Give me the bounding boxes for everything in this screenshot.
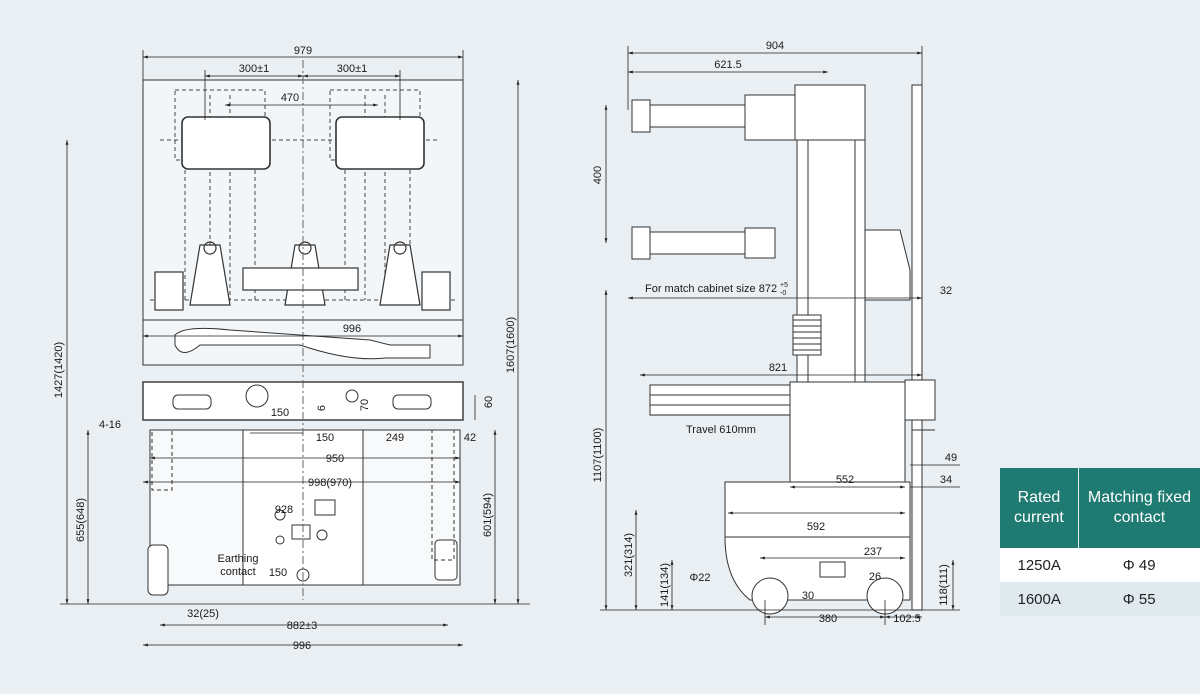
front-dimension-lines [60,50,530,647]
dim-592: 592 [807,521,825,533]
dim-470: 470 [281,92,299,104]
dim-380: 380 [819,613,837,625]
dim-655: 655(648) [75,498,87,542]
dim-30: 30 [802,590,814,602]
dim-998: 998(970) [308,477,352,489]
side-outlines [151,429,455,561]
dim-150-a: 150 [271,407,289,419]
dim-321: 321(314) [623,533,635,577]
dim-60: 60 [483,396,495,408]
dim-102: 102.5 [893,613,921,625]
contact-upper-right [335,116,425,170]
dim-32: 32(25) [187,608,219,620]
match-cabinet-label: For match cabinet size 872 [645,283,777,295]
table-row: 1600A Φ 55 [1000,582,1200,616]
travel-label: Travel 610mm [686,424,756,436]
dim-150-c: 150 [269,567,287,579]
cell-contact: Φ 49 [1078,548,1200,582]
dim-904: 904 [766,40,784,52]
dim-26: 26 [869,571,881,583]
dim-141: 141(134) [659,563,671,607]
dim-34: 34 [940,474,952,486]
dim-950: 950 [326,453,344,465]
dim-32-side: 32 [940,285,952,297]
header-matching-contact: Matching fixed contact [1078,468,1200,548]
arm-assemblies [154,241,451,311]
dim-821: 821 [769,362,787,374]
side-dimension-lines [600,46,960,625]
contact-table: Rated current Matching fixed contact 125… [1000,468,1200,616]
dim-phi22: Φ22 [689,572,710,584]
dim-400: 400 [592,166,604,184]
dim-70: 70 [359,399,371,411]
dim-237: 237 [864,546,882,558]
side-dimension-texts: 904 621.5 400 For match cabinet size 872… [592,40,957,625]
dim-150-b: 150 [316,432,334,444]
side-view [631,84,936,615]
earthing-label-1: Earthing [218,553,259,565]
dim-300-right: 300±1 [337,63,368,75]
cell-current: 1600A [1000,582,1079,616]
dim-996-bottom: 996 [293,640,311,652]
table-header-row: Rated current Matching fixed contact [1000,468,1200,548]
bellows [792,314,822,356]
dim-928: 928 [275,504,293,516]
dim-1427: 1427(1420) [53,342,65,398]
cell-current: 1250A [1000,548,1079,582]
match-tol-lower: -0 [780,290,786,297]
contact-upper-left [181,116,271,170]
dim-6: 6 [316,405,328,411]
table-row: 1250A Φ 49 [1000,548,1200,582]
dim-552: 552 [836,474,854,486]
dim-979: 979 [294,45,312,57]
dim-249: 249 [386,432,404,444]
front-view [142,60,464,600]
dim-996-top: 996 [343,323,361,335]
dim-1607: 1607(1600) [505,317,517,373]
earthing-label-2: contact [220,566,255,578]
dim-42: 42 [464,432,476,444]
header-rated-current: Rated current [1000,468,1079,548]
dim-4-16: 4-16 [99,419,121,431]
dim-882: 882±3 [287,620,318,632]
dim-621: 621.5 [714,59,742,71]
dim-49: 49 [945,452,957,464]
dim-1107: 1107(1100) [592,428,604,483]
dim-300-left: 300±1 [239,63,270,75]
dim-118: 118(111) [938,564,950,606]
front-dimension-texts: 979 300±1 300±1 470 996 1427(1420) 1607(… [53,45,517,652]
match-tol-upper: +5 [780,282,788,289]
dim-601: 601(594) [482,493,494,537]
cell-contact: Φ 55 [1078,582,1200,616]
